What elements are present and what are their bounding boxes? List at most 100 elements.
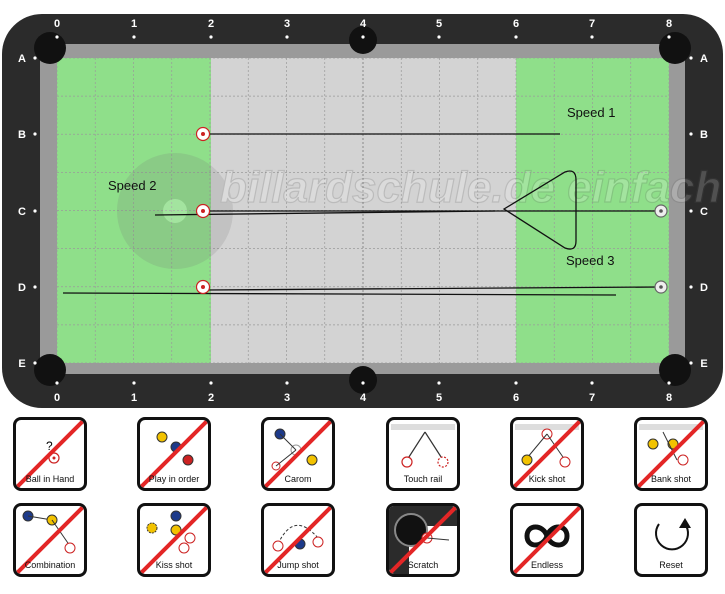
pocket-bottom-right	[659, 354, 691, 386]
column-label: 1	[131, 392, 137, 404]
diamond-marker	[361, 381, 365, 385]
diamond-marker	[33, 209, 37, 213]
ball-right-d[interactable]	[654, 280, 668, 294]
ball-left-b[interactable]	[195, 126, 211, 142]
row-label: D	[18, 282, 26, 294]
diamond-marker	[667, 381, 671, 385]
ball-left-c[interactable]	[195, 203, 211, 219]
pockets	[34, 26, 691, 394]
row-label: B	[18, 129, 26, 141]
diamond-marker	[55, 381, 59, 385]
ball-left-d[interactable]	[195, 279, 211, 295]
disabled-slash-icon	[264, 506, 332, 574]
tool-label: Reset	[659, 560, 683, 570]
column-label: 8	[666, 392, 672, 404]
diamond-marker	[285, 35, 289, 39]
column-label: 5	[436, 392, 442, 404]
diamond-marker	[33, 56, 37, 60]
diamond-marker	[590, 381, 594, 385]
column-label: 4	[360, 392, 367, 404]
speed-3-label: Speed 3	[566, 253, 614, 268]
row-label: D	[700, 282, 708, 294]
column-label: 3	[284, 18, 290, 30]
svg-text:?: ?	[46, 439, 53, 453]
tool-label: Endless	[530, 560, 564, 570]
shot-line-speed-3	[205, 286, 661, 291]
tool-touch-rail[interactable]: Touch rail	[386, 417, 460, 491]
watermark-text: billardschule.de einfach billard lernen	[220, 163, 725, 212]
disabled-slash-icon	[513, 506, 581, 574]
diamond-marker	[689, 285, 693, 289]
row-label: C	[18, 206, 26, 218]
disabled-slash-icon	[389, 506, 457, 574]
kiss-shot-icon	[140, 506, 208, 574]
watermark: billardschule.de einfach billard lernen	[117, 153, 725, 269]
diamond-marker	[514, 381, 518, 385]
tool-reset[interactable]: Reset	[634, 503, 708, 577]
row-label: A	[18, 53, 26, 65]
tool-jump-shot[interactable]: Jump shot	[261, 503, 335, 577]
diamond-marker	[361, 35, 365, 39]
diamond-marker	[689, 56, 693, 60]
tool-ball-in-hand[interactable]: ? Ball in Hand	[13, 417, 87, 491]
column-label: 0	[54, 392, 60, 404]
shot-line-lower	[62, 292, 617, 296]
tool-play-in-order[interactable]: Play in order	[137, 417, 211, 491]
row-label: A	[700, 53, 708, 65]
tool-carom[interactable]: Carom	[261, 417, 335, 491]
row-labels-left: A B C D E	[18, 53, 37, 370]
tool-combination[interactable]: Combination	[13, 503, 87, 577]
disabled-slash-icon	[16, 420, 84, 488]
tool-panel: ? Ball in Hand Play in order Carom Touch ra…	[0, 412, 725, 594]
diamond-marker	[437, 35, 441, 39]
ball-in-hand-icon: ?	[16, 420, 84, 488]
diamond-marker	[514, 35, 518, 39]
tool-endless[interactable]: Endless	[510, 503, 584, 577]
jump-shot-icon	[264, 506, 332, 574]
scratch-icon	[389, 506, 457, 574]
disabled-slash-icon	[140, 506, 208, 574]
column-label: 3	[284, 392, 290, 404]
balls[interactable]	[195, 126, 668, 295]
diamond-marker	[590, 35, 594, 39]
tool-bank-shot[interactable]: Bank shot	[634, 417, 708, 491]
pocket-top-middle	[349, 26, 377, 54]
speed-2-label: Speed 2	[108, 178, 156, 193]
diamond-marker	[209, 35, 213, 39]
column-label: 8	[666, 18, 672, 30]
diamond-marker	[437, 381, 441, 385]
carom-icon	[264, 420, 332, 488]
column-label: 7	[589, 392, 595, 404]
shot-lines	[62, 133, 661, 296]
speed-1-label: Speed 1	[567, 105, 615, 120]
diamond-marker	[689, 209, 693, 213]
tool-scratch[interactable]: Scratch	[386, 503, 460, 577]
reset-icon	[655, 518, 691, 551]
diamond-marker	[33, 361, 37, 365]
tool-kick-shot[interactable]: Kick shot	[510, 417, 584, 491]
diamond-marker	[132, 35, 136, 39]
column-label: 4	[360, 18, 367, 30]
column-label: 6	[513, 18, 519, 30]
pocket-top-right	[659, 32, 691, 64]
diamond-marker	[689, 361, 693, 365]
tool-label: Ball in Hand	[25, 474, 75, 484]
ball-right-c[interactable]	[654, 204, 668, 218]
diamond-marker	[55, 35, 59, 39]
bank-shot-icon	[637, 420, 705, 488]
pocket-bottom-left	[34, 354, 66, 386]
disabled-slash-icon	[140, 420, 208, 488]
row-label: E	[700, 358, 707, 370]
pool-table: billardschule.de einfach billard lernen …	[2, 14, 725, 408]
diamond-marker	[667, 35, 671, 39]
tool-kiss-shot[interactable]: Kiss shot	[137, 503, 211, 577]
row-label: E	[18, 358, 25, 370]
tool-label: Scratch	[407, 560, 439, 570]
column-label: 0	[54, 18, 60, 30]
column-label: 1	[131, 18, 137, 30]
kick-shot-icon	[513, 420, 581, 488]
touch-rail-icon	[391, 424, 455, 468]
